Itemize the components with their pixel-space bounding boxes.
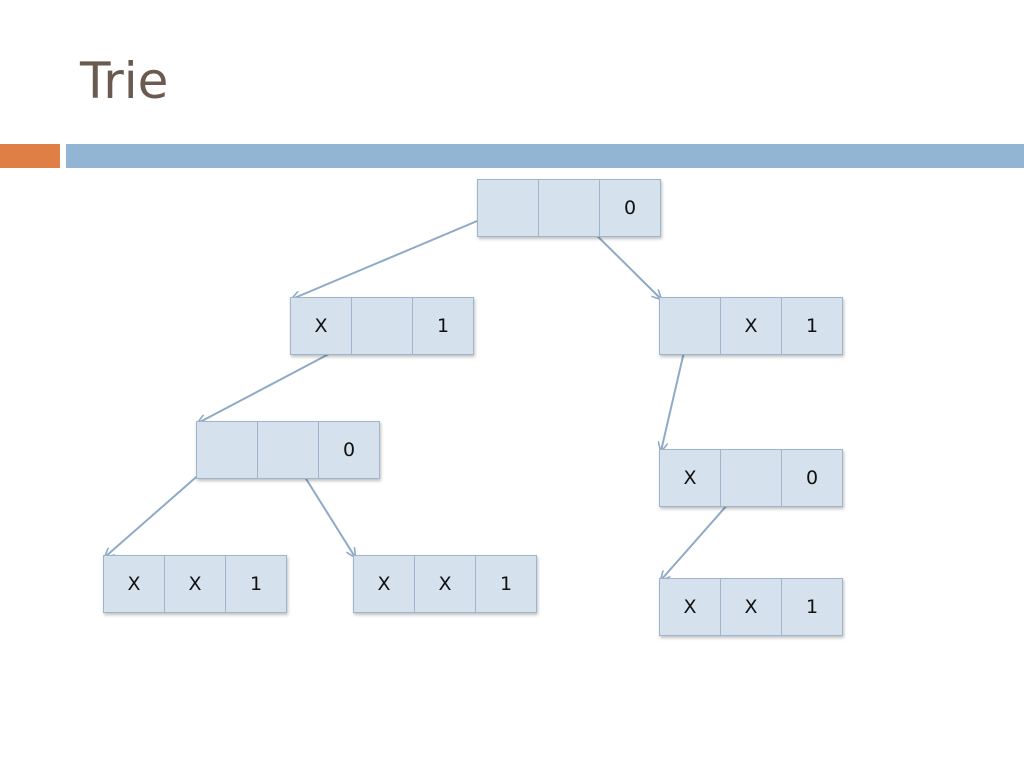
trie-cell: 0 <box>599 179 661 237</box>
trie-cell: 1 <box>475 555 537 613</box>
trie-cell: 1 <box>781 578 843 636</box>
trie-cell <box>538 179 600 237</box>
trie-cell <box>351 297 413 355</box>
trie-cell: X <box>414 555 476 613</box>
trie-node-lll: X X 1 <box>103 555 287 613</box>
trie-cell: 1 <box>412 297 474 355</box>
trie-cell <box>196 421 258 479</box>
edge-root-to-l <box>292 207 509 299</box>
trie-cell: X <box>290 297 352 355</box>
trie-cell: X <box>720 297 782 355</box>
trie-node-llr: X X 1 <box>353 555 537 613</box>
trie-node-ll: 0 <box>196 421 380 479</box>
trie-cell: 1 <box>225 555 287 613</box>
trie-node-r: X 1 <box>659 297 843 355</box>
trie-cell: 0 <box>781 449 843 507</box>
trie-cell: X <box>720 578 782 636</box>
slide-title: Trie <box>80 52 169 110</box>
trie-cell: X <box>164 555 226 613</box>
accent-bar-orange <box>0 144 60 168</box>
trie-cell <box>477 179 539 237</box>
trie-cell <box>659 297 721 355</box>
trie-cell: X <box>659 449 721 507</box>
trie-node-rll: X X 1 <box>659 578 843 636</box>
trie-cell <box>257 421 319 479</box>
trie-cell: 0 <box>318 421 380 479</box>
trie-node-l: X 1 <box>290 297 474 355</box>
trie-node-root: 0 <box>477 179 661 237</box>
trie-cell: X <box>353 555 415 613</box>
trie-cell: 1 <box>781 297 843 355</box>
trie-cell: X <box>103 555 165 613</box>
trie-cell <box>720 449 782 507</box>
trie-node-rl: X 0 <box>659 449 843 507</box>
trie-cell: X <box>659 578 721 636</box>
accent-bar-blue <box>66 144 1024 168</box>
